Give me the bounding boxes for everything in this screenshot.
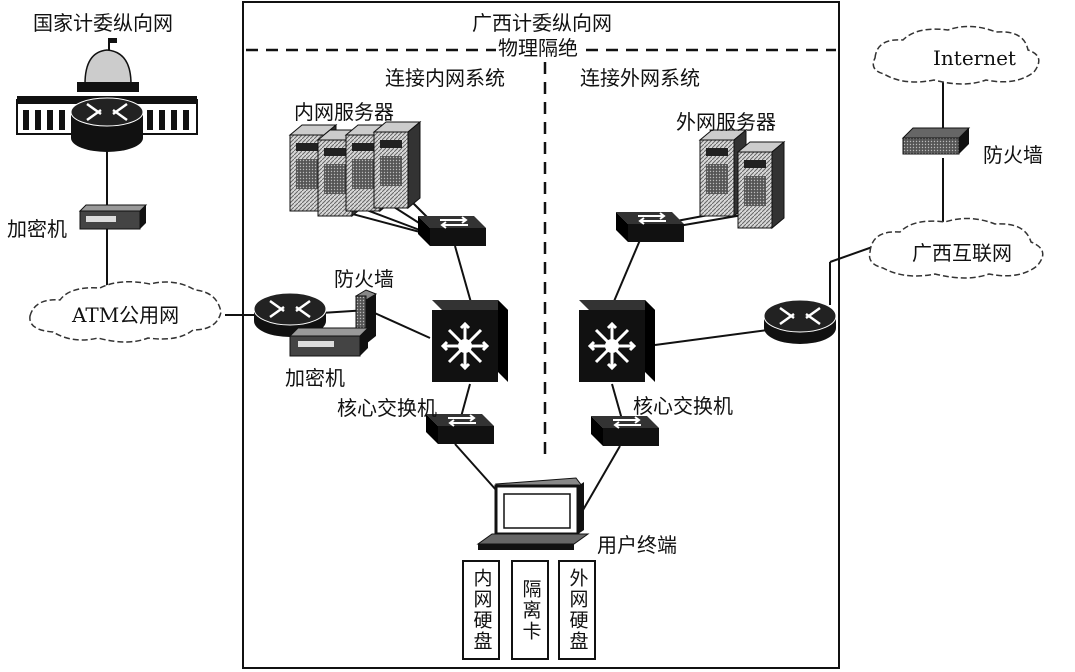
core-switch-right-label: 核心交换机 <box>633 394 733 418</box>
workgroup-switch-icon <box>417 215 487 247</box>
user-terminal-label: 用户终端 <box>597 533 677 557</box>
encryptor-device-icon <box>78 204 148 230</box>
isolation-card-box: 隔离卡 <box>511 560 549 660</box>
workgroup-switch-icon <box>590 415 660 447</box>
connection-lines <box>106 80 944 511</box>
firewall-icon <box>901 127 971 155</box>
capitol-building-icon <box>16 38 198 152</box>
guangxi-network-title: 广西计委纵向网 <box>472 11 612 35</box>
encryptor-top-label: 加密机 <box>7 217 67 241</box>
atm-cloud-icon <box>29 281 222 343</box>
multilayer-switch-icon <box>430 298 510 384</box>
physical-isolation-label: 物理隔绝 <box>496 36 580 60</box>
internet-cloud-icon <box>872 25 1040 85</box>
firewall-left-label: 防火墙 <box>334 267 394 291</box>
guangxi-network-frame <box>242 1 840 669</box>
workstation-icon <box>476 477 590 550</box>
firewall-icon <box>354 289 378 345</box>
core-switch-left-label: 核心交换机 <box>337 396 437 420</box>
firewall-right-label: 防火墙 <box>983 143 1043 167</box>
inner-server-label: 内网服务器 <box>294 100 394 124</box>
outer-disk-label: 外网硬盘 <box>566 568 589 652</box>
encryptor-bottom-label: 加密机 <box>285 366 345 390</box>
outer-disk-box: 外网硬盘 <box>558 560 596 660</box>
outer-server-group-icon <box>699 129 785 229</box>
inner-server-group-icon <box>289 121 421 217</box>
guangxi-internet-cloud-icon <box>868 217 1044 279</box>
national-network-label: 国家计委纵向网 <box>33 11 173 35</box>
outer-server-label: 外网服务器 <box>676 110 776 134</box>
inner-disk-box: 内网硬盘 <box>462 560 500 660</box>
internet-label: Internet <box>933 46 1016 70</box>
outer-system-label: 连接外网系统 <box>580 66 700 90</box>
isolation-card-label: 隔离卡 <box>519 578 542 642</box>
inner-disk-label: 内网硬盘 <box>470 568 493 652</box>
multilayer-switch-icon <box>577 298 657 384</box>
inner-system-label: 连接内网系统 <box>385 66 505 90</box>
router-icon <box>762 298 838 346</box>
workgroup-switch-icon <box>615 211 685 243</box>
guangxi-internet-label: 广西互联网 <box>912 241 1012 265</box>
encryptor-device-icon <box>288 327 370 357</box>
atm-network-label: ATM公用网 <box>72 303 180 327</box>
